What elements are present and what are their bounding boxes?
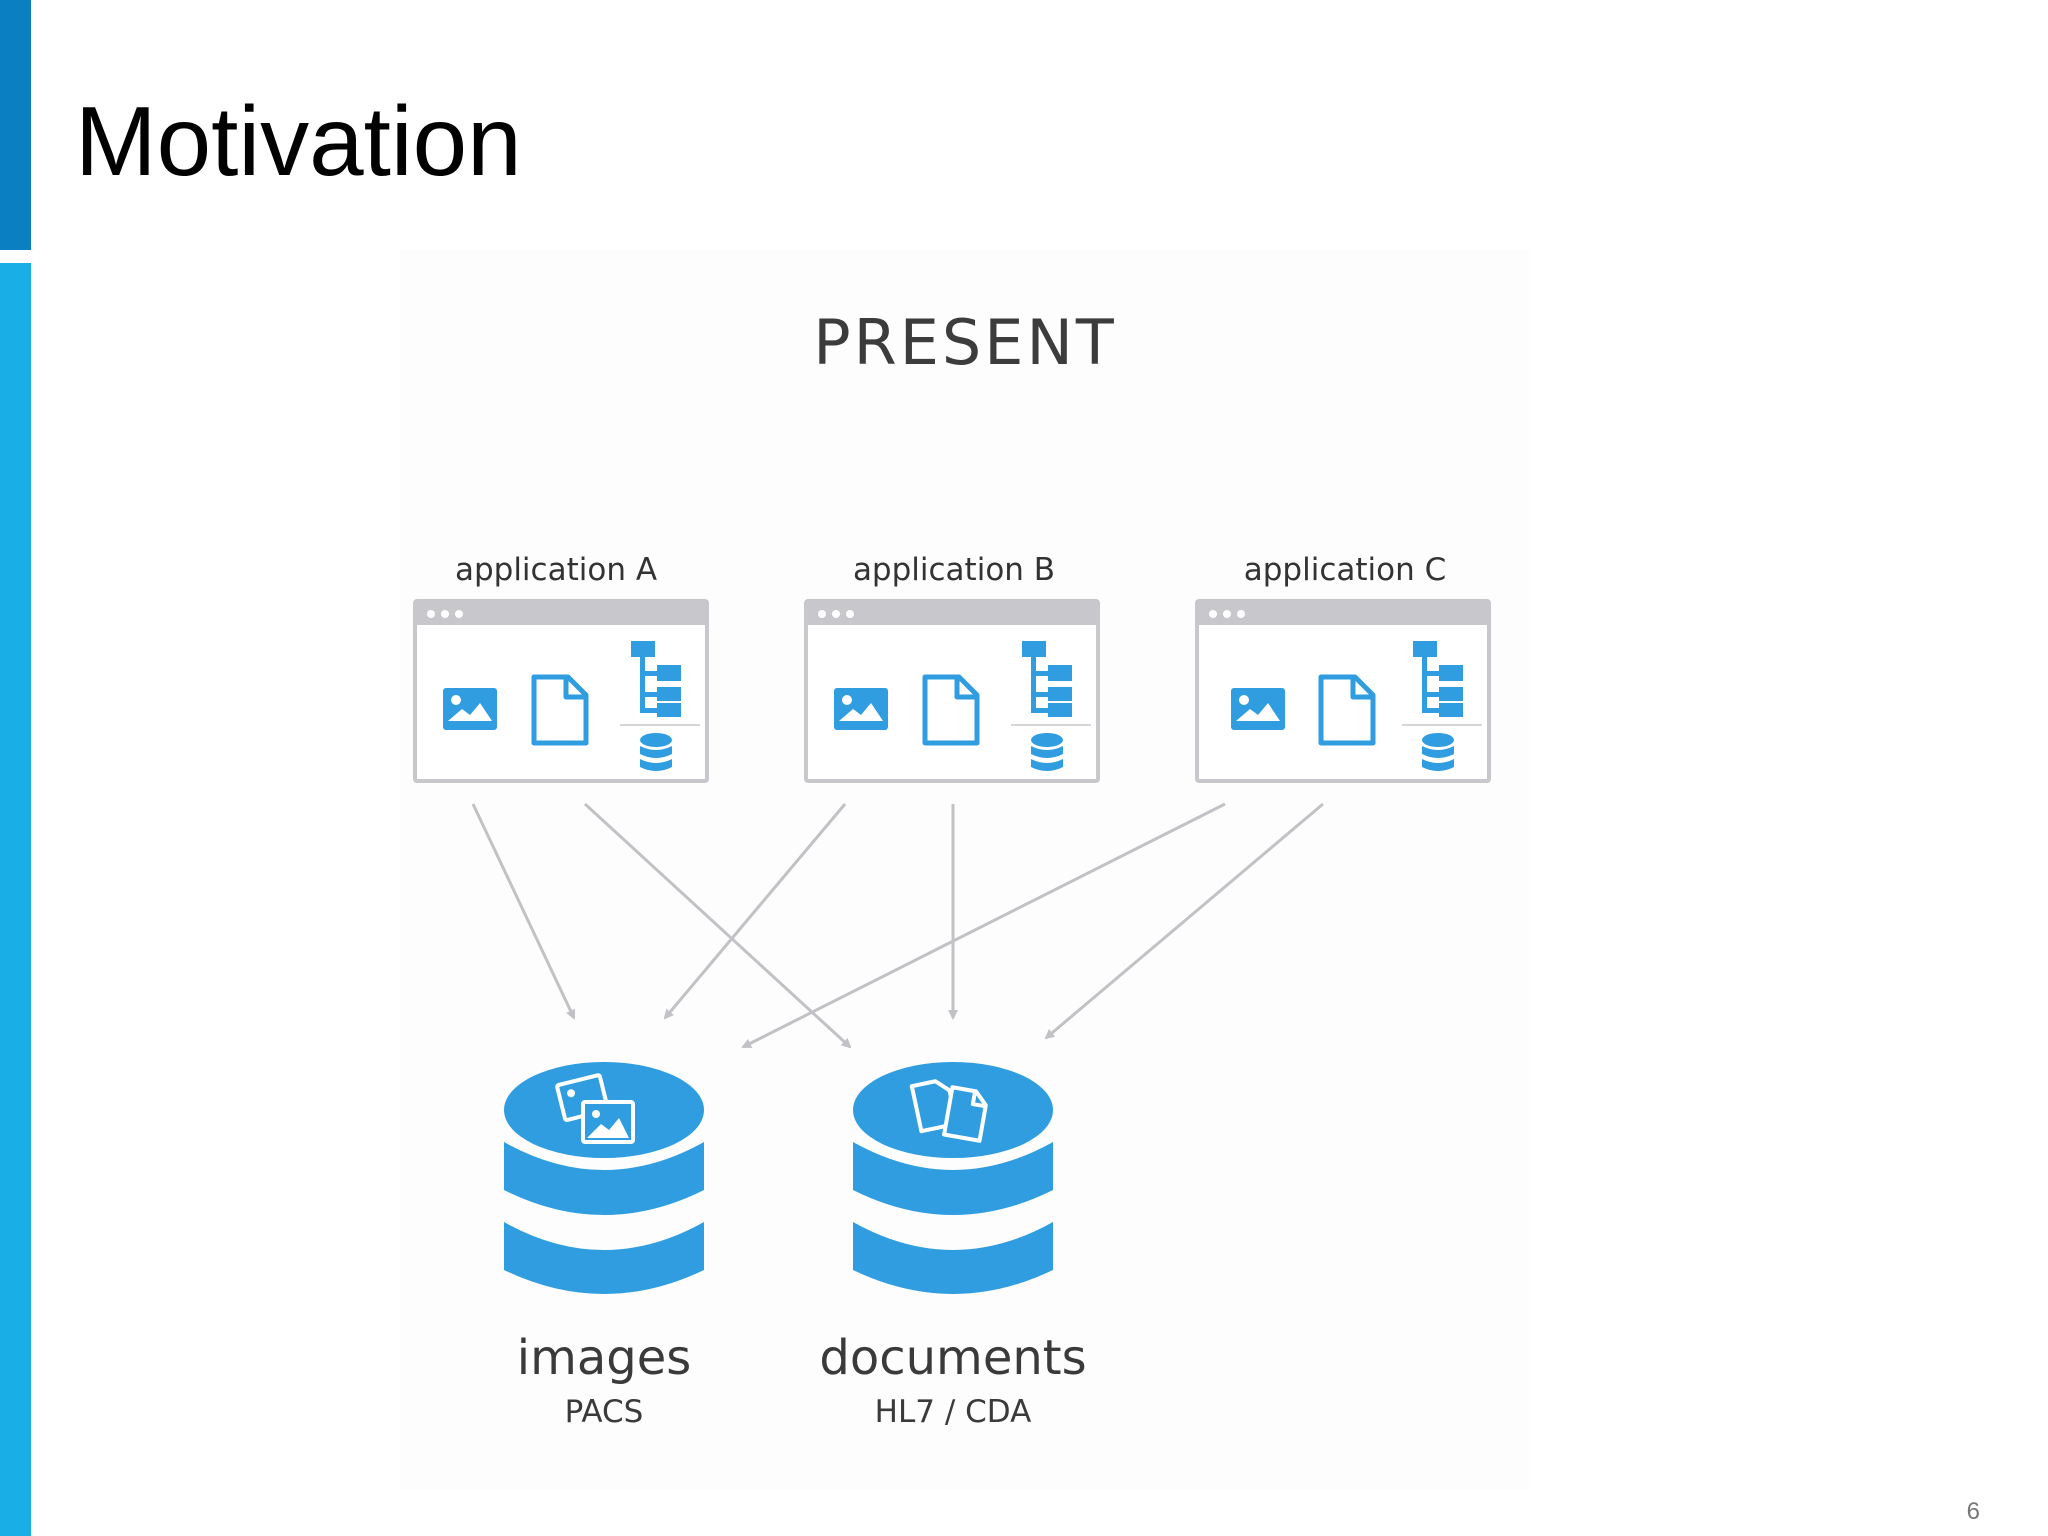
document-icon <box>1318 674 1376 746</box>
window-dot <box>846 610 854 618</box>
window-divider <box>620 724 700 726</box>
tree-icon <box>1022 641 1072 717</box>
application-b-label: application B <box>852 552 1056 588</box>
database-icon <box>1031 733 1063 771</box>
page-number: 6 <box>1966 1498 1980 1525</box>
arrow-c-to-images <box>741 802 1226 1049</box>
image-icon <box>834 688 888 730</box>
application-c-window <box>1195 599 1491 783</box>
arrow-c-to-documents <box>1044 802 1324 1040</box>
accent-bar-bottom <box>0 263 31 1536</box>
slide-title: Motivation <box>75 86 522 196</box>
diagram-heading: PRESENT <box>813 306 1117 379</box>
window-titlebar <box>808 603 1096 625</box>
window-dot <box>818 610 826 618</box>
window-dot <box>441 610 449 618</box>
application-b-window <box>804 599 1100 783</box>
window-dot <box>1237 610 1245 618</box>
stacked-documents-icon <box>909 1079 988 1143</box>
arrow-a-to-documents <box>583 802 852 1049</box>
arrow-b-to-images <box>663 803 847 1020</box>
tree-icon <box>631 641 681 717</box>
application-c-label: application C <box>1243 552 1447 588</box>
window-dot <box>455 610 463 618</box>
images-store-label: images <box>516 1330 692 1386</box>
stacked-images-icon <box>555 1073 635 1144</box>
document-icon <box>531 674 589 746</box>
documents-store-label: documents <box>819 1330 1087 1386</box>
window-dot <box>832 610 840 618</box>
image-icon <box>443 688 497 730</box>
window-dot <box>1209 610 1217 618</box>
window-dot <box>1223 610 1231 618</box>
images-database-icon <box>504 1062 704 1294</box>
images-store-sublabel: PACS <box>564 1394 644 1430</box>
database-icon <box>1422 733 1454 771</box>
window-divider <box>1402 724 1482 726</box>
documents-store-sublabel: HL7 / CDA <box>874 1394 1032 1430</box>
documents-database-icon <box>853 1062 1053 1294</box>
window-dot <box>427 610 435 618</box>
diagram-panel: PRESENT application A <box>400 250 1530 1490</box>
window-titlebar <box>1199 603 1487 625</box>
document-icon <box>922 674 980 746</box>
window-titlebar <box>417 603 705 625</box>
window-divider <box>1011 724 1091 726</box>
database-icon <box>640 733 672 771</box>
arrow-a-to-images <box>471 803 576 1020</box>
accent-bar-top <box>0 0 31 250</box>
connection-arrows <box>471 802 1324 1049</box>
image-icon <box>1231 688 1285 730</box>
tree-icon <box>1413 641 1463 717</box>
application-a-label: application A <box>454 552 658 588</box>
application-a-window <box>413 599 709 783</box>
